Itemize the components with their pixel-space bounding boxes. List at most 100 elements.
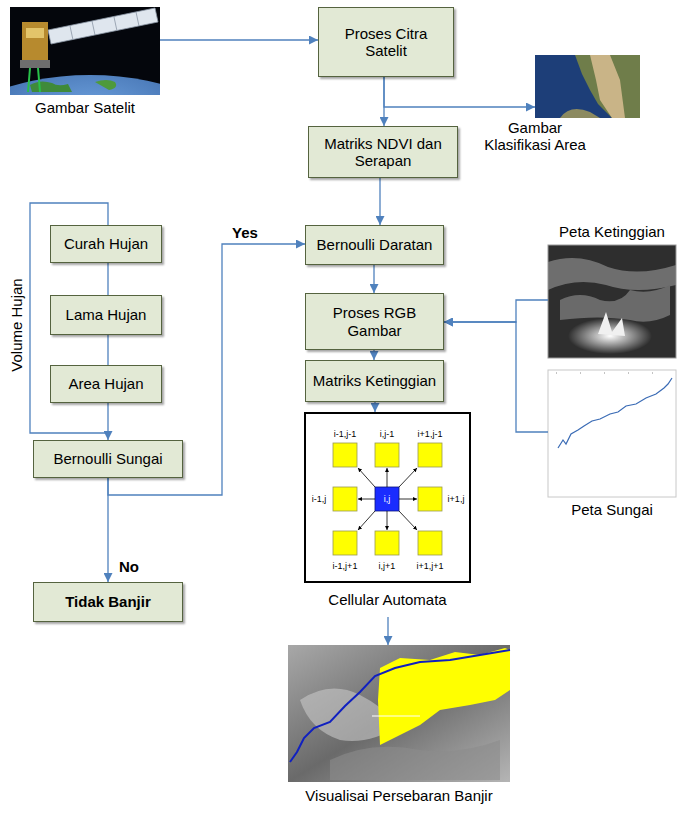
- bracket-label: Volume Hujan: [8, 278, 25, 371]
- input-box: Curah Hujan: [50, 225, 162, 263]
- flow-connector: [373, 265, 374, 293]
- flood-visualisation: [330, 740, 500, 780]
- flood-visualisation: [378, 648, 510, 745]
- cellular-automata-grid: [418, 443, 442, 467]
- flow-connector: [107, 263, 108, 295]
- box-label: Matriks NDVI dan Serapan: [314, 135, 452, 170]
- edge-label: No: [117, 558, 141, 575]
- elevation-map: [548, 245, 676, 358]
- satellite-image: [26, 28, 44, 38]
- flow-connector: [444, 322, 548, 432]
- elevation-map: [548, 258, 676, 290]
- cellular-automata-grid: [375, 531, 399, 555]
- cell-index-label: i+1,j-1: [418, 429, 443, 439]
- cell-arrow: [358, 468, 375, 487]
- process-box: Bernoulli Daratan: [305, 225, 444, 265]
- box-label: Bernoulli Daratan: [317, 236, 433, 253]
- cellular-automata-grid: [333, 487, 357, 511]
- flow-connector: [379, 178, 380, 225]
- result-box: Tidak Banjir: [33, 582, 183, 622]
- cellular-automata-grid: [333, 443, 357, 467]
- cell-index-label: i-1,j: [312, 494, 327, 504]
- image-caption: Gambar Satelit: [10, 99, 160, 116]
- cellular-automata-node: Cellular Automata: [304, 412, 471, 617]
- river-map: [556, 373, 653, 374]
- process-box: Matriks NDVI dan Serapan: [308, 126, 458, 178]
- flow-connector: [107, 478, 108, 582]
- satellite-image: [30, 81, 72, 92]
- box-label: Proses RGB Gambar: [311, 304, 438, 339]
- edge-label: Yes: [230, 224, 260, 241]
- input-box: Area Hujan: [50, 365, 162, 403]
- classification-image: [590, 55, 625, 118]
- flow-connector: [444, 300, 548, 322]
- cell-index-label: i,j: [384, 494, 391, 504]
- flow-connector: [383, 77, 384, 126]
- satellite-image: [48, 8, 158, 44]
- cell-arrow: [387, 511, 388, 530]
- box-label: Lama Hujan: [66, 306, 147, 323]
- flow-connector: [107, 335, 108, 365]
- cellular-automata-grid: [375, 487, 399, 511]
- cell-arrow: [358, 468, 417, 530]
- flood-visualisation: [288, 645, 510, 782]
- box-label: Proses Citra Satelit: [324, 25, 448, 60]
- satellite-image: [70, 12, 139, 40]
- cell-arrow: [399, 468, 417, 487]
- image-caption: Visualisai Persebaran Banjir: [288, 787, 510, 804]
- input-box: Lama Hujan: [50, 295, 162, 335]
- flow-connector: [384, 77, 535, 107]
- box-label: Tidak Banjir: [65, 593, 151, 610]
- flood-visualisation: [290, 650, 510, 762]
- satellite-image-node: Gambar Satelit: [10, 7, 160, 95]
- flow-connector: [387, 617, 388, 645]
- river-map-node: Peta Sungai: [548, 370, 676, 497]
- classification-image-node: Gambar Klasifikasi Area: [535, 55, 640, 118]
- cellular-automata-grid: [418, 531, 442, 555]
- cellular-automata-grid: [375, 443, 399, 467]
- satellite-image: [28, 68, 40, 92]
- cell-arrow: [399, 511, 417, 530]
- elevation-map: [560, 285, 670, 322]
- satellite-image: [95, 80, 116, 90]
- flood-visualisation: [372, 716, 420, 717]
- flood-visualisation-node: Visualisai Persebaran Banjir: [288, 645, 510, 782]
- elevation-map: [568, 318, 652, 354]
- satellite-image: [10, 75, 160, 95]
- cell-index-label: i+1,j: [448, 494, 465, 504]
- cell-index-label: i-1,j+1: [333, 561, 358, 571]
- cell-index-label: i-1,j-1: [334, 429, 357, 439]
- decision-box: Bernoulli Sungai: [33, 440, 183, 478]
- satellite-image: [22, 22, 48, 62]
- cellular-automata-grid: [418, 487, 442, 511]
- cell-arrow: [399, 499, 417, 500]
- river-map: [548, 370, 676, 497]
- elevation-map: [548, 245, 676, 358]
- classification-image: [575, 55, 640, 118]
- flow-connector: [107, 403, 108, 440]
- satellite-image: [10, 7, 160, 95]
- river-map: [548, 370, 676, 497]
- process-box: Proses Citra Satelit: [318, 7, 454, 77]
- node-caption: Cellular Automata: [304, 591, 471, 608]
- process-box: Proses RGB Gambar: [305, 293, 444, 350]
- cellular-automata-grid: [333, 531, 357, 555]
- box-label: Curah Hujan: [64, 235, 148, 252]
- satellite-image: [20, 60, 50, 68]
- classification-image: [535, 55, 640, 118]
- cell-index-label: i+1,j+1: [416, 561, 443, 571]
- box-label: Matriks Ketinggian: [313, 372, 436, 389]
- cell-arrow: [358, 511, 375, 530]
- image-caption: Gambar Klasifikasi Area: [473, 119, 597, 154]
- image-caption: Peta Sungai: [548, 501, 676, 518]
- cell-arrow: [387, 468, 388, 487]
- flow-connector: [373, 350, 374, 360]
- classification-image: [535, 55, 640, 118]
- elevation-map-node: Peta Ketinggian: [548, 245, 676, 358]
- flow-connector: [160, 39, 318, 40]
- cell-index-label: i,j+1: [379, 561, 396, 571]
- flow-connector: [374, 402, 375, 412]
- flood-visualisation: [288, 645, 510, 782]
- box-label: Area Hujan: [68, 375, 143, 392]
